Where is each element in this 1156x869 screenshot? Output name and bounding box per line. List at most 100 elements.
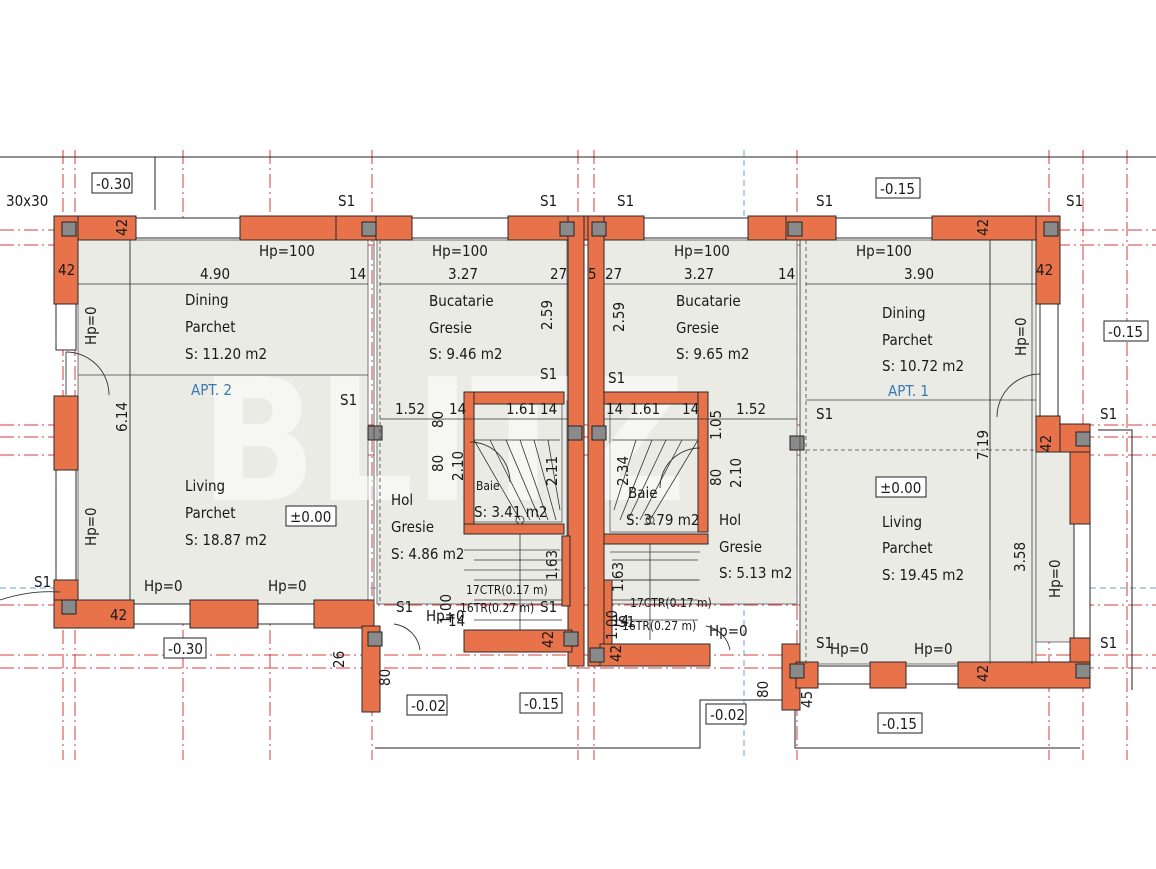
room-name: Bucatarie: [429, 292, 494, 310]
dimension-label: 7.19: [974, 430, 992, 460]
room-floor: Gresie: [429, 319, 472, 337]
dimension-label: 14: [448, 612, 465, 630]
room-area: S: 9.65 m2: [676, 345, 749, 363]
room-floor: Parchet: [882, 539, 933, 557]
apartment-label-left: APT. 2: [191, 381, 232, 399]
room-name: Hol: [719, 511, 741, 529]
room-area: S: 5.13 m2: [719, 564, 792, 582]
room-name: Baie: [628, 484, 658, 502]
door-swings: [0, 351, 1041, 651]
column-size-label: 30x30: [6, 192, 48, 210]
room-kitchen-right: Bucatarie Gresie S: 9.65 m2: [676, 292, 749, 363]
dimension-label: 6.14: [113, 402, 131, 432]
room-name: Bucatarie: [676, 292, 741, 310]
apartment-label-right: APT. 1: [888, 382, 929, 400]
hp-label: Hp=0: [830, 640, 869, 658]
dimension-label: 42: [58, 261, 75, 279]
room-name: Living: [185, 477, 225, 495]
stair-label-right-b: 16TR(0.27 m): [622, 619, 696, 633]
room-name: Dining: [185, 291, 229, 309]
room-floor: Gresie: [719, 538, 762, 556]
s1-label: S1: [618, 613, 635, 631]
hp-label-vertical: Hp=0: [82, 507, 100, 546]
room-dining-left: Dining Parchet S: 11.20 m2: [185, 291, 267, 363]
dimension-label: 42: [1036, 261, 1053, 279]
room-area: S: 18.87 m2: [185, 531, 267, 549]
dimension-label: 42: [974, 665, 992, 682]
level-outer-bottom-left: -0.30: [168, 640, 203, 658]
dimension-label: 42: [539, 631, 557, 648]
room-hall-right: Hol Gresie S: 5.13 m2: [719, 511, 792, 582]
level-living-right: ±0.00: [880, 479, 921, 497]
hp-label: Hp=0: [914, 640, 953, 658]
stair-label-left-b: 16TR(0.27 m): [460, 601, 534, 615]
s1-label: S1: [608, 369, 625, 387]
s1-label: S1: [540, 192, 557, 210]
room-name: Dining: [882, 304, 926, 322]
dimension-label: 42: [1037, 435, 1055, 452]
dimension-label: 14: [449, 400, 466, 418]
room-area: S: 9.46 m2: [429, 345, 502, 363]
room-area: S: 4.86 m2: [391, 545, 464, 563]
dimension-label: 1.05: [707, 410, 725, 440]
level-outer-top-right: -0.15: [880, 180, 915, 198]
dimension-label: 1.63: [543, 550, 561, 580]
columns: [61, 221, 1091, 679]
level-outer-right: -0.15: [1108, 323, 1143, 341]
dimension-label: 2.10: [727, 458, 745, 488]
dimension-label: 3.58: [1011, 542, 1029, 572]
level-markers: [91, 172, 1149, 734]
hp-label: Hp=100: [674, 242, 730, 260]
hp-label-vertical: Hp=0: [1012, 317, 1030, 356]
room-area: S: 11.20 m2: [185, 345, 267, 363]
s1-label: S1: [540, 598, 557, 616]
dimension-label: 2.59: [538, 300, 556, 330]
room-area: S: 3.41 m2: [474, 503, 547, 521]
dimension-label: 1.63: [609, 562, 627, 592]
room-living-left: Living Parchet S: 18.87 m2: [185, 477, 267, 549]
dimension-label: 2.10: [449, 451, 467, 481]
dimension-label: 1.52: [395, 400, 425, 418]
dimension-label: 80: [429, 455, 447, 472]
dimension-label: 42: [110, 606, 127, 624]
stair-label-right-a: 17CTR(0.17 m): [630, 596, 712, 610]
dimension-label: 42: [113, 219, 131, 236]
dimension-label: 14: [606, 400, 623, 418]
dimension-label: 3.90: [904, 265, 934, 283]
room-dining-right: Dining Parchet S: 10.72 m2: [882, 304, 964, 375]
s1-label: S1: [816, 634, 833, 652]
dimension-lines: [78, 240, 1036, 600]
s1-label: S1: [340, 391, 357, 409]
s1-label: S1: [338, 192, 355, 210]
dimension-label: 2.11: [543, 456, 561, 486]
room-bath-left: Baie S: 3.41 m2: [474, 479, 547, 521]
dimension-label: 3.27: [684, 265, 714, 283]
walls: [53, 215, 1091, 713]
dimension-label: 5: [588, 265, 597, 283]
dimension-label: 80: [707, 469, 725, 486]
s1-label: S1: [816, 405, 833, 423]
room-area: S: 3.79 m2: [626, 511, 699, 529]
dimension-label: 3.27: [448, 265, 478, 283]
dimension-label: 80: [429, 411, 447, 428]
stair-label-left-a: 17CTR(0.17 m): [466, 583, 548, 597]
hp-label-vertical: Hp=0: [82, 306, 100, 345]
dimension-label: 1.61: [506, 400, 536, 418]
dimension-label: 14: [778, 265, 795, 283]
s1-label: S1: [1100, 634, 1117, 652]
dimension-label: 14: [349, 265, 366, 283]
room-floor: Parchet: [185, 504, 236, 522]
dimension-label: 27: [605, 265, 622, 283]
room-name: Hol: [391, 491, 413, 509]
hp-label: Hp=0: [144, 577, 183, 595]
hp-label: Hp=100: [856, 242, 912, 260]
s1-label: S1: [617, 192, 634, 210]
room-floor: Gresie: [391, 518, 434, 536]
room-area: S: 19.45 m2: [882, 566, 964, 584]
level-stair-bottom: -0.15: [524, 695, 559, 713]
dimension-label: 1.61: [630, 400, 660, 418]
room-floor: Parchet: [882, 331, 933, 349]
room-floor: Gresie: [676, 319, 719, 337]
hp-label: Hp=0: [268, 577, 307, 595]
